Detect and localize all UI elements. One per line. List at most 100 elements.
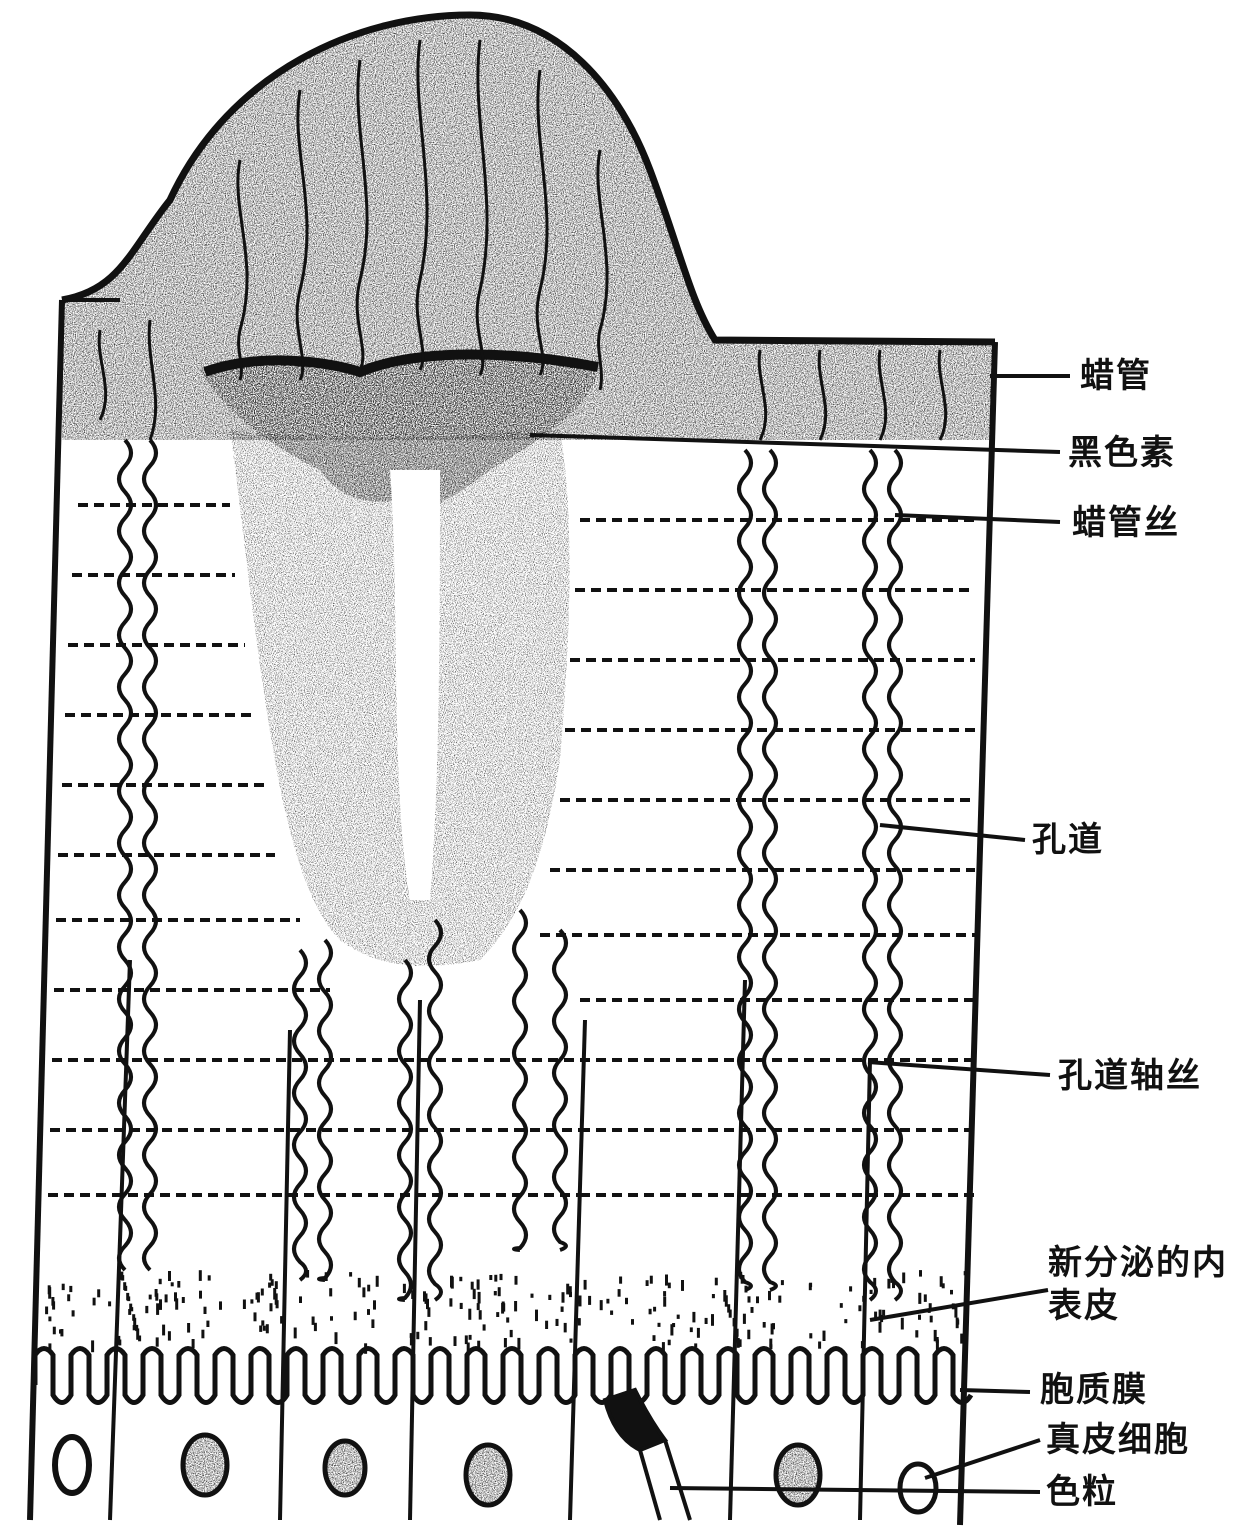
endocuticle-dot: [187, 1323, 190, 1333]
label-plasma-membrane: 胞质膜: [1040, 1372, 1148, 1409]
endocuticle-dot: [763, 1322, 766, 1328]
endocuticle-dot: [69, 1286, 72, 1292]
endocuticle-dot: [48, 1287, 51, 1299]
endocuticle-dot: [887, 1279, 890, 1289]
endocuticle-dot: [450, 1276, 453, 1288]
endocuticle-dot: [545, 1321, 548, 1329]
endocuticle-dot: [243, 1300, 246, 1310]
endocuticle-dot: [610, 1311, 613, 1315]
endocuticle-dot: [459, 1277, 462, 1281]
endocuticle-dot: [692, 1312, 695, 1323]
endocuticle-dot: [45, 1307, 48, 1315]
endocuticle-dot: [254, 1312, 257, 1321]
endocuticle-dot: [936, 1337, 939, 1343]
label-pigment-granule: 色粒: [1046, 1474, 1118, 1511]
gland-duct: [605, 1390, 690, 1520]
endocuticle-dot: [566, 1284, 569, 1295]
endocuticle-dot: [108, 1301, 111, 1306]
endocuticle-dot: [330, 1316, 333, 1321]
endocuticle-dot: [729, 1310, 732, 1318]
endocuticle-dot: [960, 1334, 963, 1344]
endocuticle-dot: [473, 1289, 476, 1299]
endocuticle-dot: [823, 1331, 826, 1341]
endocuticle-dot: [411, 1290, 414, 1299]
endocuticle-dot: [956, 1319, 959, 1324]
endocuticle-dot: [130, 1307, 133, 1311]
endocuticle-dot: [751, 1307, 754, 1313]
endocuticle-dot: [677, 1315, 680, 1319]
endocuticle-dot: [93, 1298, 96, 1306]
endocuticle-dot: [270, 1303, 273, 1311]
label-pore-canal: 孔道: [1032, 822, 1104, 859]
endocuticle-dot: [469, 1335, 472, 1340]
endocuticle-dot: [697, 1328, 700, 1338]
label-melanin: 黑色素: [1068, 435, 1176, 472]
endocuticle-dot: [177, 1281, 180, 1288]
endocuticle-dot: [756, 1296, 759, 1303]
endocuticle-dot: [204, 1307, 207, 1314]
endocuticle-dot: [849, 1286, 852, 1291]
endocuticle-dot: [162, 1325, 165, 1336]
endocuticle-dot: [748, 1296, 751, 1302]
endocuticle-dot: [261, 1289, 264, 1296]
endocuticle-dot: [873, 1278, 876, 1285]
endocuticle-dot: [631, 1319, 634, 1325]
endocuticle-dot: [840, 1303, 843, 1308]
endocuticle-dot: [705, 1318, 708, 1324]
endocuticle-dot: [504, 1338, 507, 1347]
endocuticle-dot: [964, 1271, 967, 1275]
pore-canal-wave: [889, 450, 901, 1300]
endocuticle-dot: [426, 1299, 429, 1309]
endocuticle-dot: [268, 1283, 271, 1288]
endocuticle-dot: [263, 1326, 266, 1331]
endocuticle-dot: [362, 1287, 365, 1297]
endocuticle-dot: [891, 1277, 894, 1283]
endocuticle-dot: [424, 1321, 427, 1330]
endocuticle-dot: [155, 1293, 158, 1300]
label-wax-canal: 蜡管: [1080, 358, 1152, 395]
endocuticle-dot: [502, 1303, 505, 1311]
endocuticle-dot: [711, 1314, 714, 1326]
pore-canal-wave: [514, 910, 526, 1250]
endocuticle-dot: [275, 1293, 278, 1304]
endocuticle-dot: [778, 1296, 781, 1303]
endocuticle-dot: [902, 1273, 905, 1284]
endocuticle-dot: [275, 1281, 278, 1289]
endocuticle-dot: [59, 1329, 62, 1333]
endocuticle-dot: [515, 1276, 518, 1285]
endocuticle-dot: [561, 1307, 564, 1312]
endocuticle-dot: [468, 1309, 471, 1320]
endocuticle-dot: [159, 1299, 162, 1310]
endocuticle-dot: [646, 1280, 649, 1286]
endocuticle-dot: [256, 1293, 259, 1300]
endocuticle-dot: [165, 1294, 168, 1302]
endocuticle-dot: [918, 1293, 921, 1304]
endocuticle-dot: [844, 1319, 847, 1323]
endocuticle-dot: [649, 1309, 652, 1315]
endocuticle-dot: [510, 1330, 513, 1337]
endocuticle-dot: [950, 1290, 953, 1295]
endocuticle-dot: [915, 1330, 918, 1337]
endocuticle-dot: [858, 1305, 861, 1311]
endocuticle-dot: [168, 1331, 171, 1340]
endocuticle-dot: [668, 1283, 671, 1289]
endocuticle-dot: [618, 1289, 621, 1297]
endocuticle-dot: [454, 1336, 457, 1346]
endocuticle-dot: [299, 1296, 302, 1303]
endocuticle-dot: [506, 1317, 509, 1322]
endocuticle-dot: [174, 1292, 177, 1301]
endocuticle-dot: [182, 1297, 185, 1303]
endocuticle-dot: [663, 1297, 666, 1307]
endocuticle-dot: [892, 1283, 895, 1289]
endocuticle-dot: [358, 1278, 361, 1288]
endocuticle-dot: [118, 1340, 121, 1346]
endocuticle-dot: [919, 1270, 922, 1277]
endocuticle-dot: [745, 1286, 748, 1293]
endocuticle-dot: [52, 1301, 55, 1309]
endocuticle-dot: [403, 1284, 406, 1293]
pore-canal-wave: [554, 930, 566, 1250]
endocuticle-dot: [266, 1324, 269, 1333]
nuclei: [55, 1435, 936, 1512]
endocuticle-dot: [121, 1275, 124, 1281]
endocuticle-dot: [149, 1295, 152, 1300]
